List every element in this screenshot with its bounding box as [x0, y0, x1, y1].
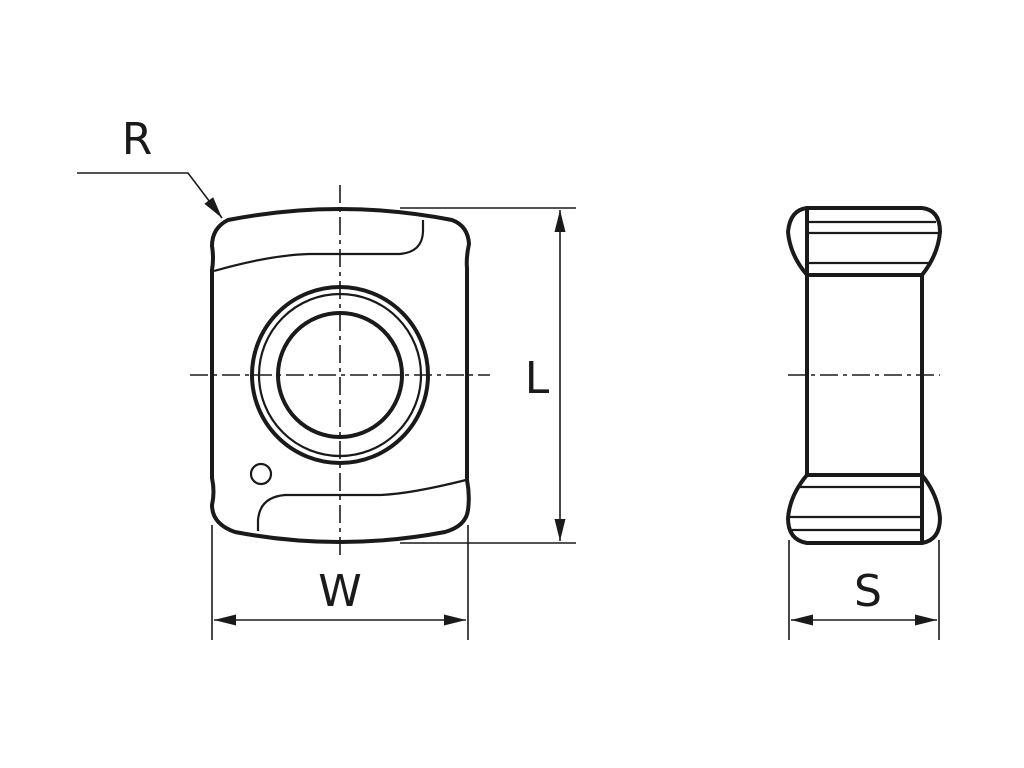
top-chamfer-line	[213, 220, 425, 273]
side-view	[786, 206, 942, 545]
index-mark-hole	[249, 462, 273, 486]
length-label: L	[525, 353, 550, 404]
front-outline	[210, 207, 471, 544]
side-bottom-band	[786, 473, 942, 545]
thickness-dimension: S	[788, 540, 940, 640]
radius-leader	[77, 172, 223, 219]
radius-dimension: R	[77, 114, 223, 219]
thickness-label: S	[854, 566, 882, 617]
bottom-chamfer-line	[256, 478, 467, 531]
length-dimension: L	[400, 207, 576, 544]
width-dimension: W	[211, 525, 469, 640]
front-view	[190, 185, 490, 556]
width-label: W	[318, 566, 362, 617]
side-top-band	[786, 206, 942, 277]
radius-label: R	[122, 114, 153, 165]
